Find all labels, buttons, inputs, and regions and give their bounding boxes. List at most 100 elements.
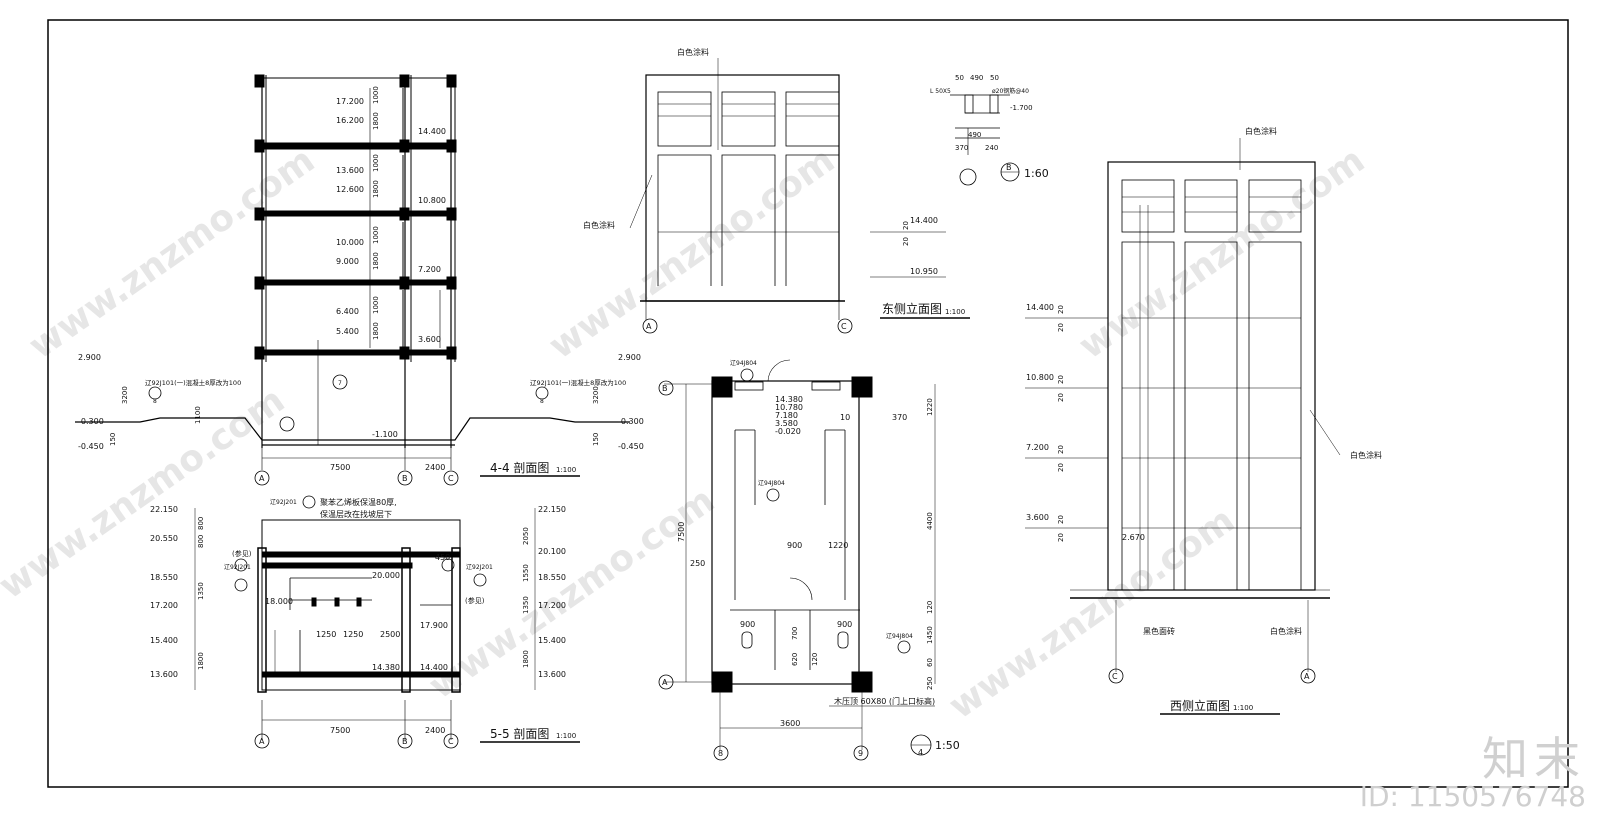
dim-label: 2050 xyxy=(522,527,530,545)
view-title: 西侧立面图 xyxy=(1170,698,1230,713)
brand-logo: 知末 xyxy=(1482,732,1586,786)
dim-label: 1350 xyxy=(197,582,205,600)
dim-label: 20 xyxy=(1057,463,1065,472)
rebar-label: ø20钢筋@40 xyxy=(992,87,1029,95)
stair-plan-text: 辽94J804 辽94J804 辽94J804 14.380 10.780 7.… xyxy=(662,359,960,758)
dim-label: 10 xyxy=(840,413,850,422)
axis-label: C xyxy=(448,737,454,746)
level-label: 22.150 xyxy=(538,505,566,514)
level-label: 18.550 xyxy=(538,573,566,582)
level-label: 3.600 xyxy=(418,335,441,344)
level-label: 3.600 xyxy=(1026,513,1049,522)
dim-label: 1220 xyxy=(828,541,848,550)
dim-label: 240 xyxy=(985,144,998,152)
view-scale: 1:100 xyxy=(1233,704,1253,712)
sheet-border xyxy=(47,19,1569,788)
dim-label: 20 xyxy=(1057,375,1065,384)
level-label: 10.800 xyxy=(1026,373,1054,382)
dim-label: 7500 xyxy=(677,522,686,542)
dim-label: 20 xyxy=(1057,533,1065,542)
level-label: 5.400 xyxy=(336,327,359,336)
angle-label: L 50X5 xyxy=(930,88,951,95)
dim-label: 2400 xyxy=(425,726,445,735)
dim-label: 50 xyxy=(990,74,999,82)
dim-label: 1000 xyxy=(372,86,380,104)
dim-label: 20 xyxy=(902,221,910,230)
detail-ref: 8 xyxy=(540,398,544,405)
dim-label: 120 xyxy=(811,653,819,666)
watermark: www.znzmo.com xyxy=(1072,140,1373,368)
dim-label: 1800 xyxy=(372,322,380,340)
dim-label: 900 xyxy=(740,620,755,629)
image-id-label: ID: 1150576748 xyxy=(1359,780,1586,813)
ref-code: 辽92J201 xyxy=(224,563,251,571)
dim-label: 150 xyxy=(109,433,117,446)
dim-label: 250 xyxy=(926,677,934,690)
dim-label: 370 xyxy=(892,413,907,422)
dim-label: 370 xyxy=(955,144,968,152)
dim-label: 50 xyxy=(955,74,964,82)
level-label: -1.700 xyxy=(1010,104,1033,112)
level-label: -0.020 xyxy=(775,427,801,436)
dim-label: 1250 xyxy=(343,630,363,639)
level-label: 18.550 xyxy=(150,573,178,582)
ref-code: 辽94J804 xyxy=(758,479,785,487)
level-label: 14.380 xyxy=(372,663,400,672)
dim-label: 700 xyxy=(791,627,799,640)
level-label: -0.450 xyxy=(618,442,644,451)
east-elevation-text: 白色涂料 白色涂料 14.400 10.950 20 20 A C 东侧立面图 … xyxy=(583,47,965,331)
dim-label: 7500 xyxy=(330,726,350,735)
level-label: -0.300 xyxy=(78,417,104,426)
dim-label: 20 xyxy=(1057,393,1065,402)
axis-label: B xyxy=(402,737,408,746)
level-label: 7.200 xyxy=(418,265,441,274)
level-label: 10.800 xyxy=(418,196,446,205)
dim-label: 20 xyxy=(1057,445,1065,454)
section-4-4 xyxy=(75,74,630,486)
dim-label: 800 xyxy=(197,535,205,548)
ref-code: 辽92J201 xyxy=(270,498,297,506)
level-label: 7.180 xyxy=(775,411,798,420)
level-label: 6.400 xyxy=(336,307,359,316)
level-label: 14.400 xyxy=(420,663,448,672)
dim-label: 1450 xyxy=(926,626,934,644)
dim-label: 4400 xyxy=(926,512,934,530)
ref-code: 辽94J804 xyxy=(886,632,913,640)
view-scale: 1:100 xyxy=(556,732,576,740)
dim-label: 3200 xyxy=(592,386,600,404)
dim-label: 1350 xyxy=(522,596,530,614)
axis-label: C xyxy=(448,474,454,483)
note-text: 辽92J101(一)混凝土8厚改为100 xyxy=(145,378,241,387)
level-label: 10.780 xyxy=(775,403,803,412)
view-title: 4-4 剖面图 xyxy=(490,461,549,475)
dim-label: 1800 xyxy=(372,112,380,130)
watermark: www.znzmo.com xyxy=(422,480,723,708)
note-text: 木压顶 60X80 (门上口标高) xyxy=(834,696,935,706)
dim-label: 7500 xyxy=(330,463,350,472)
dim-label: 450 xyxy=(435,553,450,562)
ref-code: 辽94J804 xyxy=(730,359,757,367)
dim-label: 1100 xyxy=(194,406,202,424)
dim-label: 1220 xyxy=(926,398,934,416)
level-label: 7.200 xyxy=(1026,443,1049,452)
watermark: www.znzmo.com xyxy=(0,380,292,608)
dim-label: 60 xyxy=(926,658,934,667)
ref-code: 辽92J201 xyxy=(466,563,493,571)
material-label: 白色涂料 xyxy=(677,47,709,57)
level-label: 10.950 xyxy=(910,267,938,276)
level-label: 17.200 xyxy=(336,97,364,106)
detail-ref: 8 xyxy=(153,398,157,405)
detail-ref: 7 xyxy=(338,380,342,387)
east-elevation xyxy=(629,58,970,334)
level-label: 15.400 xyxy=(150,636,178,645)
view-title: 东侧立面图 xyxy=(882,301,942,316)
dim-label: 2400 xyxy=(425,463,445,472)
dim-label: 1800 xyxy=(197,652,205,670)
detail-ref: 4 xyxy=(918,748,923,757)
dim-label: 1250 xyxy=(316,630,336,639)
level-label: 2.900 xyxy=(618,353,641,362)
level-label: 14.400 xyxy=(418,127,446,136)
level-label: 9.000 xyxy=(336,257,359,266)
detail-b xyxy=(950,94,1020,186)
dim-label: 490 xyxy=(970,74,983,82)
